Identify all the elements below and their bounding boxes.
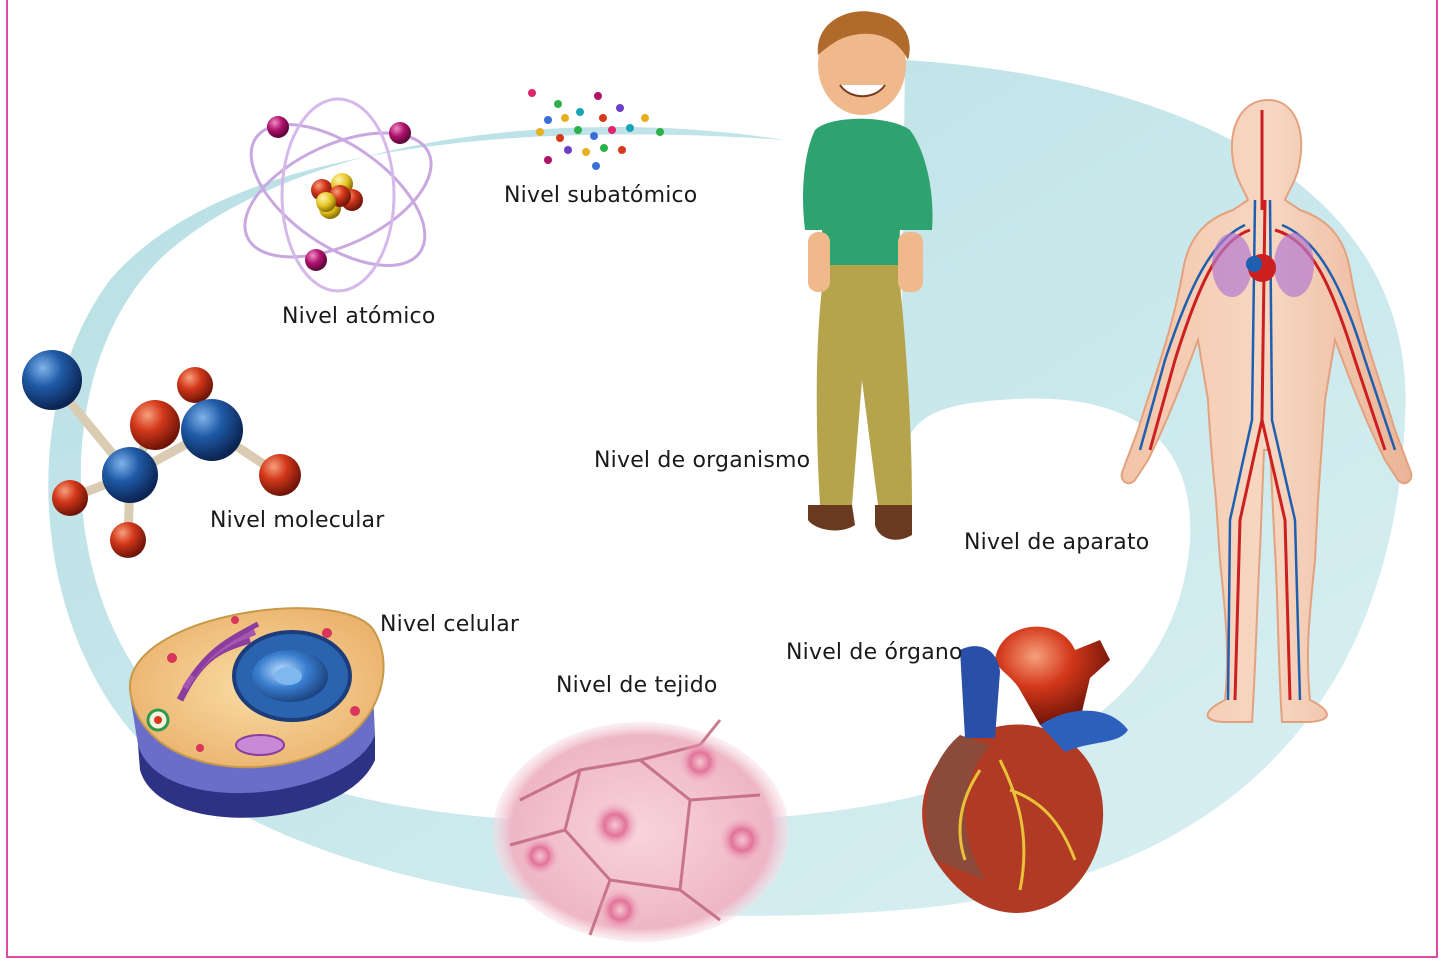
label-cellular-level: Nivel celular	[380, 612, 519, 637]
label-organism-level: Nivel de organismo	[594, 448, 810, 473]
tissue-icon	[493, 720, 789, 942]
label-molecular-level: Nivel molecular	[210, 508, 384, 533]
label-atomic-level: Nivel atómico	[282, 304, 436, 329]
atom-icon	[226, 97, 450, 294]
label-tissue-level: Nivel de tejido	[556, 673, 718, 698]
cell-icon	[130, 608, 384, 818]
label-subatomic-level: Nivel subatómico	[504, 183, 697, 208]
label-organ-level: Nivel de órgano	[786, 640, 963, 665]
label-system-level: Nivel de aparato	[964, 530, 1149, 555]
